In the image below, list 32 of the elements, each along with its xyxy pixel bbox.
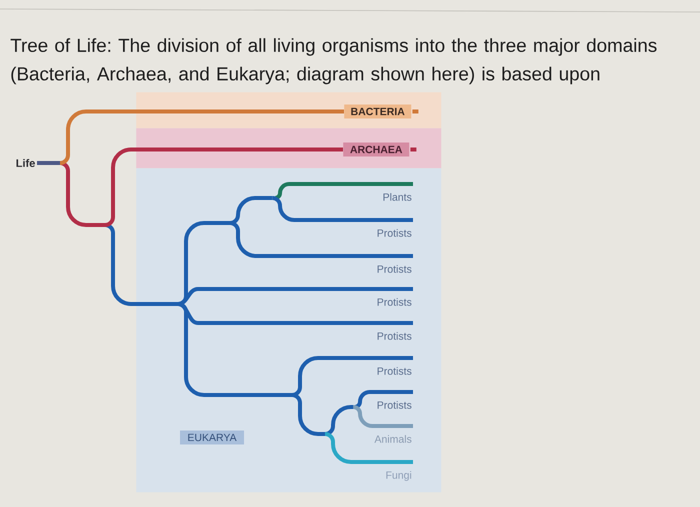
tree-branch bbox=[60, 161, 105, 227]
leaf-label: Fungi bbox=[386, 471, 412, 481]
root-label: Life bbox=[16, 158, 35, 168]
tree-branch bbox=[354, 390, 413, 409]
root-branch bbox=[37, 161, 60, 165]
tree-branch bbox=[292, 356, 413, 397]
tree-branch bbox=[324, 432, 413, 464]
leaf-label: Protists bbox=[378, 332, 412, 340]
domain-tag: BACTERIA bbox=[344, 104, 412, 118]
title: Tree of Life: The division of all living organisms into the three major domains (Bacteria, Archaea, and Eukarya; diagram shown here) is based upon bbox=[10, 38, 657, 84]
domain-tag: EUKARYA bbox=[180, 430, 244, 444]
leaf-label: Protists bbox=[378, 229, 412, 237]
tree-branch bbox=[292, 393, 325, 436]
leaf-label: Animals bbox=[374, 435, 412, 443]
tree-branch bbox=[104, 148, 343, 227]
leaf-label: Protists bbox=[378, 401, 412, 409]
leaf-label: Protists bbox=[378, 298, 412, 306]
domain-tag: ARCHAEA bbox=[343, 142, 410, 156]
tree-branch bbox=[178, 302, 413, 325]
tree-branch bbox=[104, 223, 178, 306]
tree-branch bbox=[353, 405, 413, 428]
tree-branch bbox=[272, 196, 413, 222]
tree-branch bbox=[230, 221, 413, 258]
tree-branch bbox=[178, 287, 413, 306]
tree-branch bbox=[324, 405, 354, 436]
leaf-label: Plants bbox=[383, 193, 412, 201]
leaf-label: Protists bbox=[378, 367, 412, 375]
leaf-label: Protists bbox=[378, 265, 412, 273]
domain-panel bbox=[136, 168, 442, 492]
tree-branch bbox=[274, 182, 413, 200]
tree-branch bbox=[60, 110, 344, 165]
tree-branch bbox=[230, 196, 272, 225]
